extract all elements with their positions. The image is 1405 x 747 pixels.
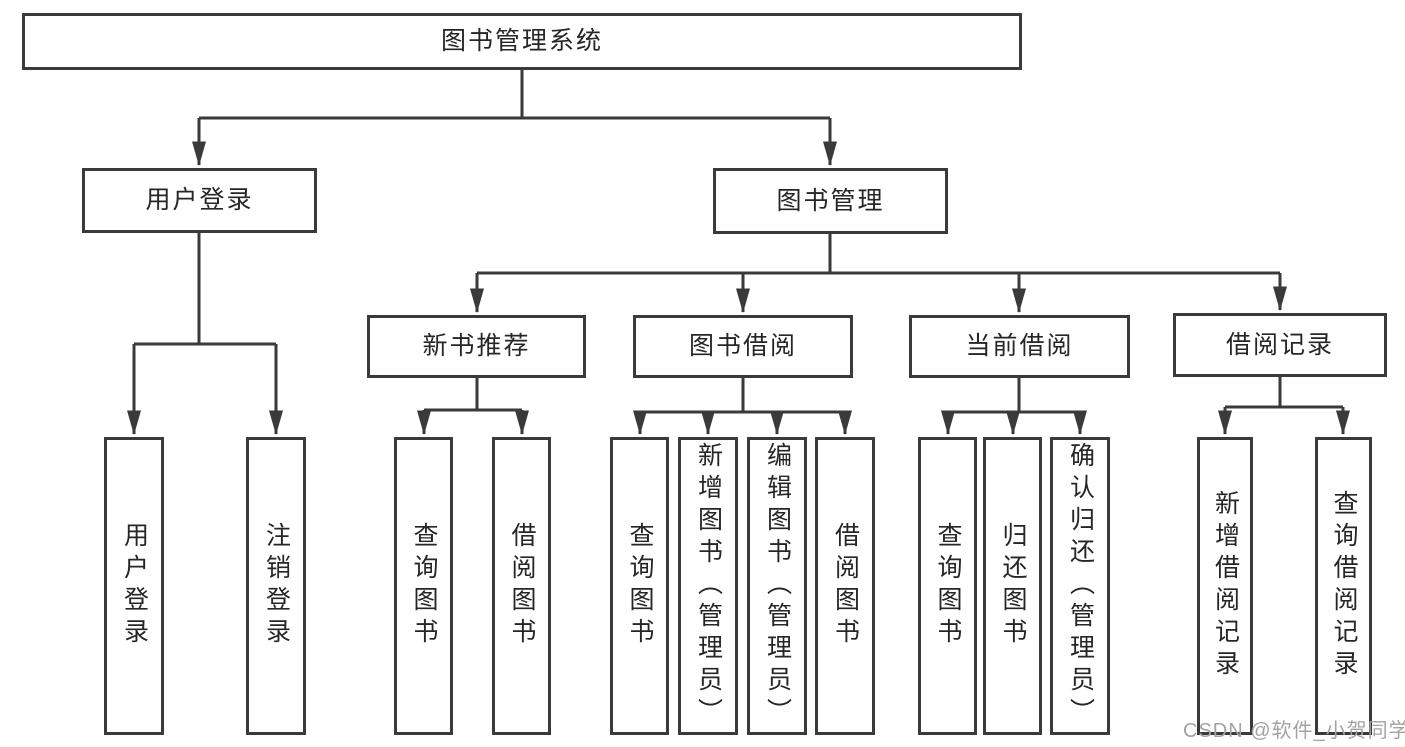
- node-new-book-rec: 新书推荐: [367, 315, 586, 378]
- node-root-label: 图书管理系统: [440, 27, 603, 55]
- node-leaf-logout-label: 注销登录: [262, 522, 291, 650]
- node-leaf-bb-add: 新增图书（管理员）: [678, 437, 738, 735]
- node-leaf-bb-borrow: 借阅图书: [815, 437, 875, 735]
- node-leaf-br-query-label: 查询借阅记录: [1330, 490, 1358, 682]
- node-borrow-records-label: 借阅记录: [1225, 330, 1334, 359]
- node-leaf-cb-return-label: 归还图书: [999, 522, 1027, 650]
- node-current-borrow-label: 当前借阅: [965, 332, 1074, 360]
- node-root: 图书管理系统: [22, 13, 1022, 70]
- node-current-borrow: 当前借阅: [909, 315, 1130, 378]
- node-leaf-cb-query-label: 查询图书: [934, 522, 962, 650]
- edges-from-user-login: [127, 233, 283, 435]
- node-leaf-nbr-borrow-label: 借阅图书: [508, 522, 536, 650]
- node-leaf-nbr-query: 查询图书: [394, 437, 453, 735]
- node-user-login: 用户登录: [82, 168, 317, 233]
- node-leaf-cb-confirm: 确认归还（管理员）: [1050, 437, 1110, 735]
- watermark: CSDN @软件_小贺同学: [1183, 720, 1405, 742]
- node-borrow-records: 借阅记录: [1173, 313, 1387, 377]
- node-leaf-logout: 注销登录: [246, 437, 306, 735]
- node-leaf-bb-query: 查询图书: [610, 437, 669, 735]
- edges-from-book-mgmt: [470, 234, 1287, 313]
- node-leaf-bb-borrow-label: 借阅图书: [831, 522, 860, 650]
- node-book-mgmt-label: 图书管理: [776, 186, 885, 215]
- edges-from-root: [192, 70, 837, 166]
- node-leaf-nbr-borrow: 借阅图书: [492, 437, 551, 735]
- node-new-book-rec-label: 新书推荐: [422, 332, 531, 360]
- edges-from-book-borrow: [633, 378, 852, 435]
- node-leaf-cb-confirm-label: 确认归还（管理员）: [1066, 442, 1095, 730]
- node-leaf-cb-query: 查询图书: [918, 437, 977, 735]
- edges-from-borrow-records: [1218, 377, 1350, 435]
- node-book-borrow: 图书借阅: [633, 315, 853, 378]
- node-book-mgmt: 图书管理: [713, 168, 948, 234]
- node-leaf-nbr-query-label: 查询图书: [410, 522, 438, 650]
- node-leaf-br-query: 查询借阅记录: [1315, 437, 1372, 735]
- node-leaf-user-login-label: 用户登录: [120, 522, 149, 650]
- edges-from-current-borrow: [941, 378, 1087, 435]
- node-leaf-bb-edit: 编辑图书（管理员）: [747, 437, 807, 735]
- node-leaf-bb-add-label: 新增图书（管理员）: [694, 442, 723, 730]
- node-leaf-bb-edit-label: 编辑图书（管理员）: [763, 442, 792, 730]
- node-leaf-user-login: 用户登录: [104, 437, 164, 735]
- node-user-login-label: 用户登录: [145, 186, 254, 214]
- edges-from-new-book-rec: [417, 378, 529, 435]
- node-leaf-br-add: 新增借阅记录: [1197, 437, 1253, 735]
- node-book-borrow-label: 图书借阅: [688, 332, 797, 360]
- node-leaf-br-add-label: 新增借阅记录: [1211, 490, 1240, 682]
- node-leaf-bb-query-label: 查询图书: [626, 522, 654, 650]
- node-leaf-cb-return: 归还图书: [983, 437, 1042, 735]
